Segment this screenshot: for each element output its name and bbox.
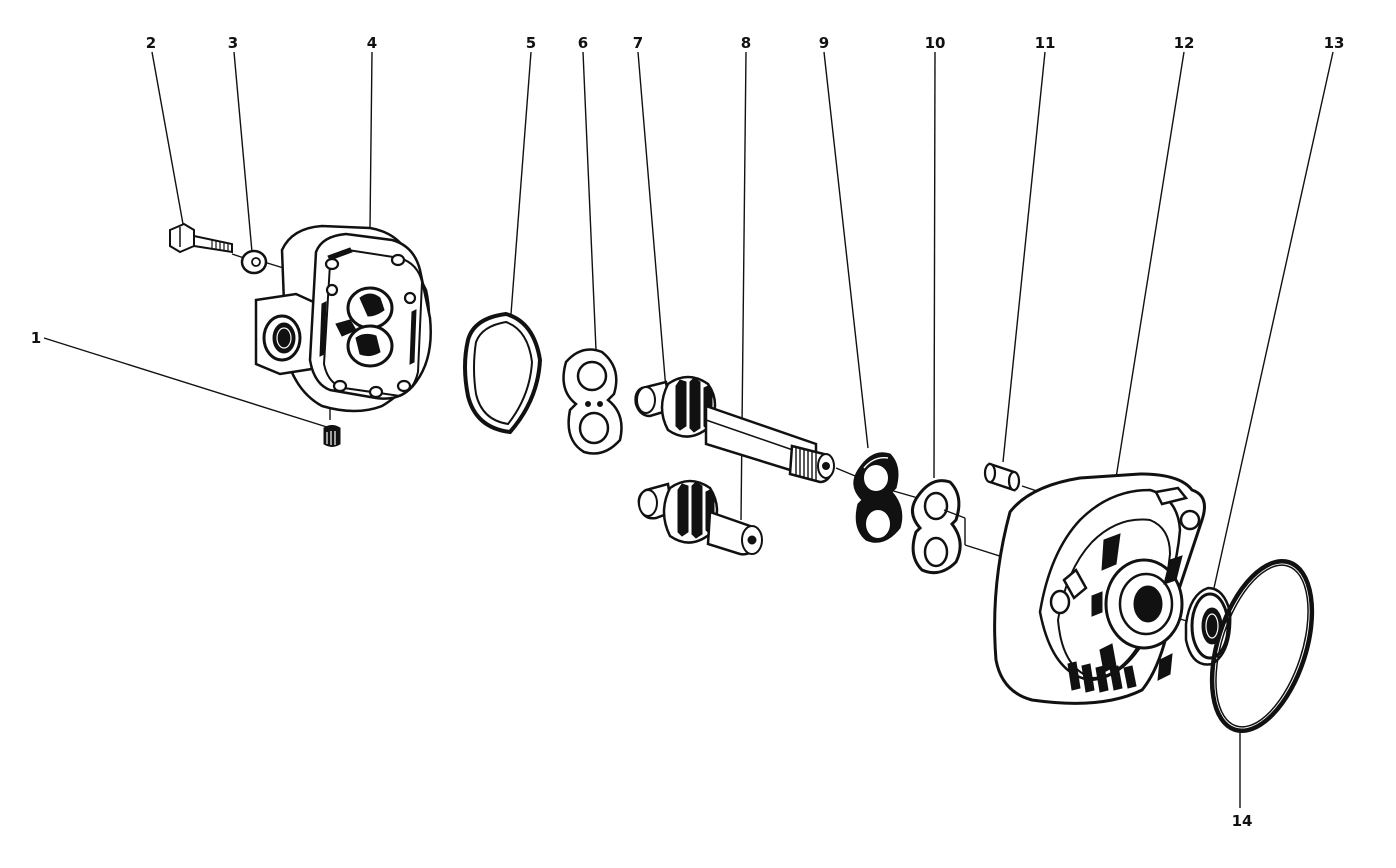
dowel-pin-part-11 bbox=[983, 462, 1021, 492]
gasket-part-6 bbox=[562, 348, 623, 455]
label-part-1: 1 bbox=[31, 329, 41, 347]
gasket-part-10 bbox=[911, 479, 962, 575]
leader-2 bbox=[151, 51, 184, 225]
leader-4 bbox=[369, 51, 373, 229]
label-part-12: 12 bbox=[1174, 34, 1195, 52]
leader-lines bbox=[43, 51, 1334, 808]
label-part-10: 10 bbox=[925, 34, 946, 52]
main-housing-part-12 bbox=[993, 472, 1206, 705]
label-part-5: 5 bbox=[526, 34, 536, 52]
label-part-4: 4 bbox=[367, 34, 377, 52]
seal-ring-part-5 bbox=[463, 311, 543, 435]
leader-13 bbox=[1213, 51, 1334, 589]
leader-11 bbox=[1002, 51, 1046, 463]
label-part-13: 13 bbox=[1324, 34, 1345, 52]
plug-part-1 bbox=[323, 425, 341, 447]
drive-gear-shaft-part-7 bbox=[634, 375, 835, 484]
label-part-3: 3 bbox=[228, 34, 238, 52]
label-part-2: 2 bbox=[146, 34, 156, 52]
end-cover-part-4 bbox=[254, 224, 432, 413]
wear-plate-part-9 bbox=[853, 452, 903, 547]
bolt-part-2 bbox=[169, 222, 233, 254]
o-ring-part-14 bbox=[1209, 558, 1315, 734]
label-part-8: 8 bbox=[741, 34, 751, 52]
leader-3 bbox=[233, 51, 253, 253]
leader-12 bbox=[1115, 51, 1185, 479]
washer-part-3 bbox=[240, 249, 268, 275]
label-part-7: 7 bbox=[633, 34, 643, 52]
leader-9 bbox=[823, 51, 869, 449]
label-part-6: 6 bbox=[578, 34, 588, 52]
driven-gear-shaft-part-8 bbox=[637, 479, 763, 556]
leader-6 bbox=[582, 51, 597, 351]
part-number-labels: 1 2 3 4 5 6 7 8 9 10 11 12 13 14 bbox=[31, 34, 1345, 830]
label-part-11: 11 bbox=[1035, 34, 1056, 52]
housing-vents bbox=[1067, 661, 1137, 693]
leader-1 bbox=[43, 337, 331, 429]
leader-10 bbox=[933, 51, 936, 479]
label-part-14: 14 bbox=[1232, 812, 1253, 830]
leader-5 bbox=[510, 51, 532, 315]
leader-7 bbox=[637, 51, 667, 391]
label-part-9: 9 bbox=[819, 34, 829, 52]
